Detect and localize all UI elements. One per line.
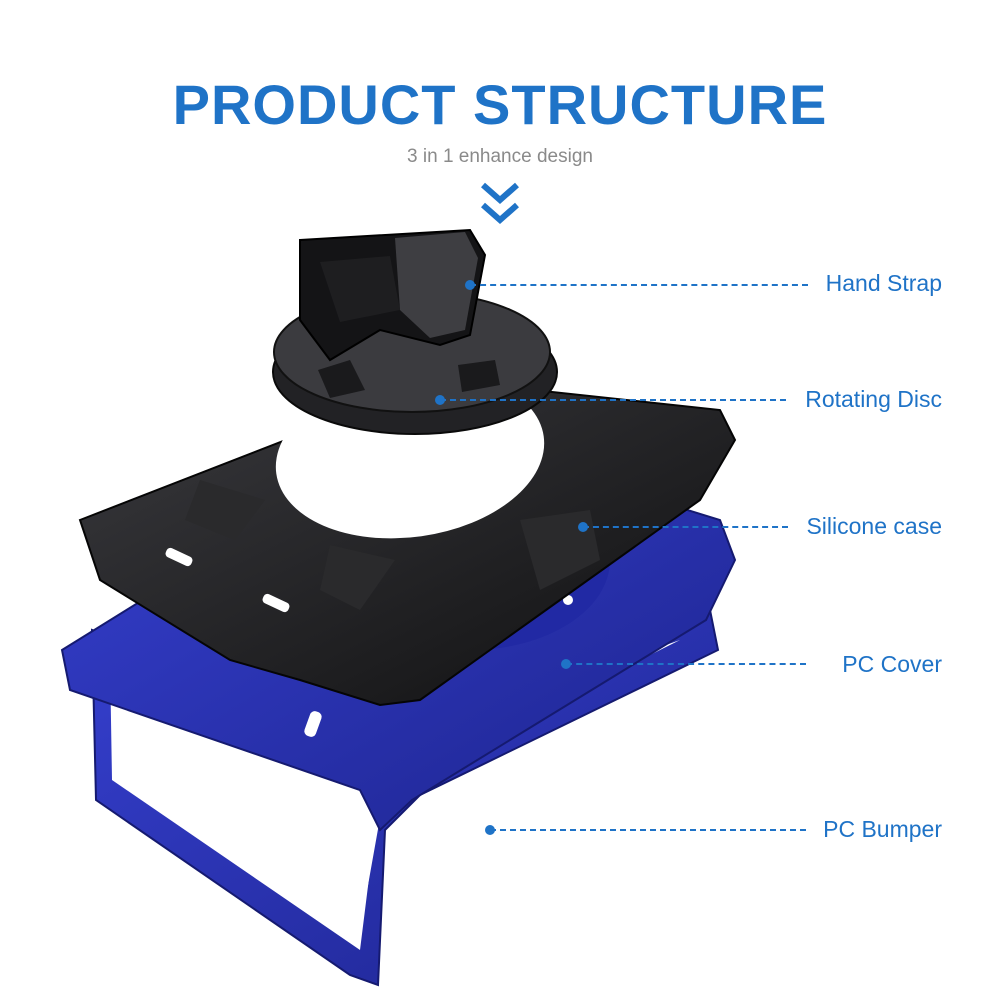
pc-bumper-leader bbox=[490, 829, 806, 831]
silicone-case-leader bbox=[583, 526, 788, 528]
pc-cover-leader bbox=[566, 663, 806, 665]
callout-pc-cover: PC Cover bbox=[842, 651, 942, 677]
hand-strap bbox=[299, 228, 487, 362]
callout-rotating-disc: Rotating Disc bbox=[805, 386, 942, 412]
hand-strap-leader bbox=[470, 284, 808, 286]
page-subtitle: 3 in 1 enhance design bbox=[407, 146, 593, 167]
callout-hand-strap: Hand Strap bbox=[825, 270, 942, 296]
page-title: PRODUCT STRUCTURE bbox=[172, 73, 828, 136]
rotating-disc-leader bbox=[440, 399, 786, 401]
double-chevron-down-icon bbox=[481, 182, 519, 225]
callout-pc-bumper: PC Bumper bbox=[823, 816, 942, 842]
callout-silicone-case: Silicone case bbox=[806, 513, 942, 539]
